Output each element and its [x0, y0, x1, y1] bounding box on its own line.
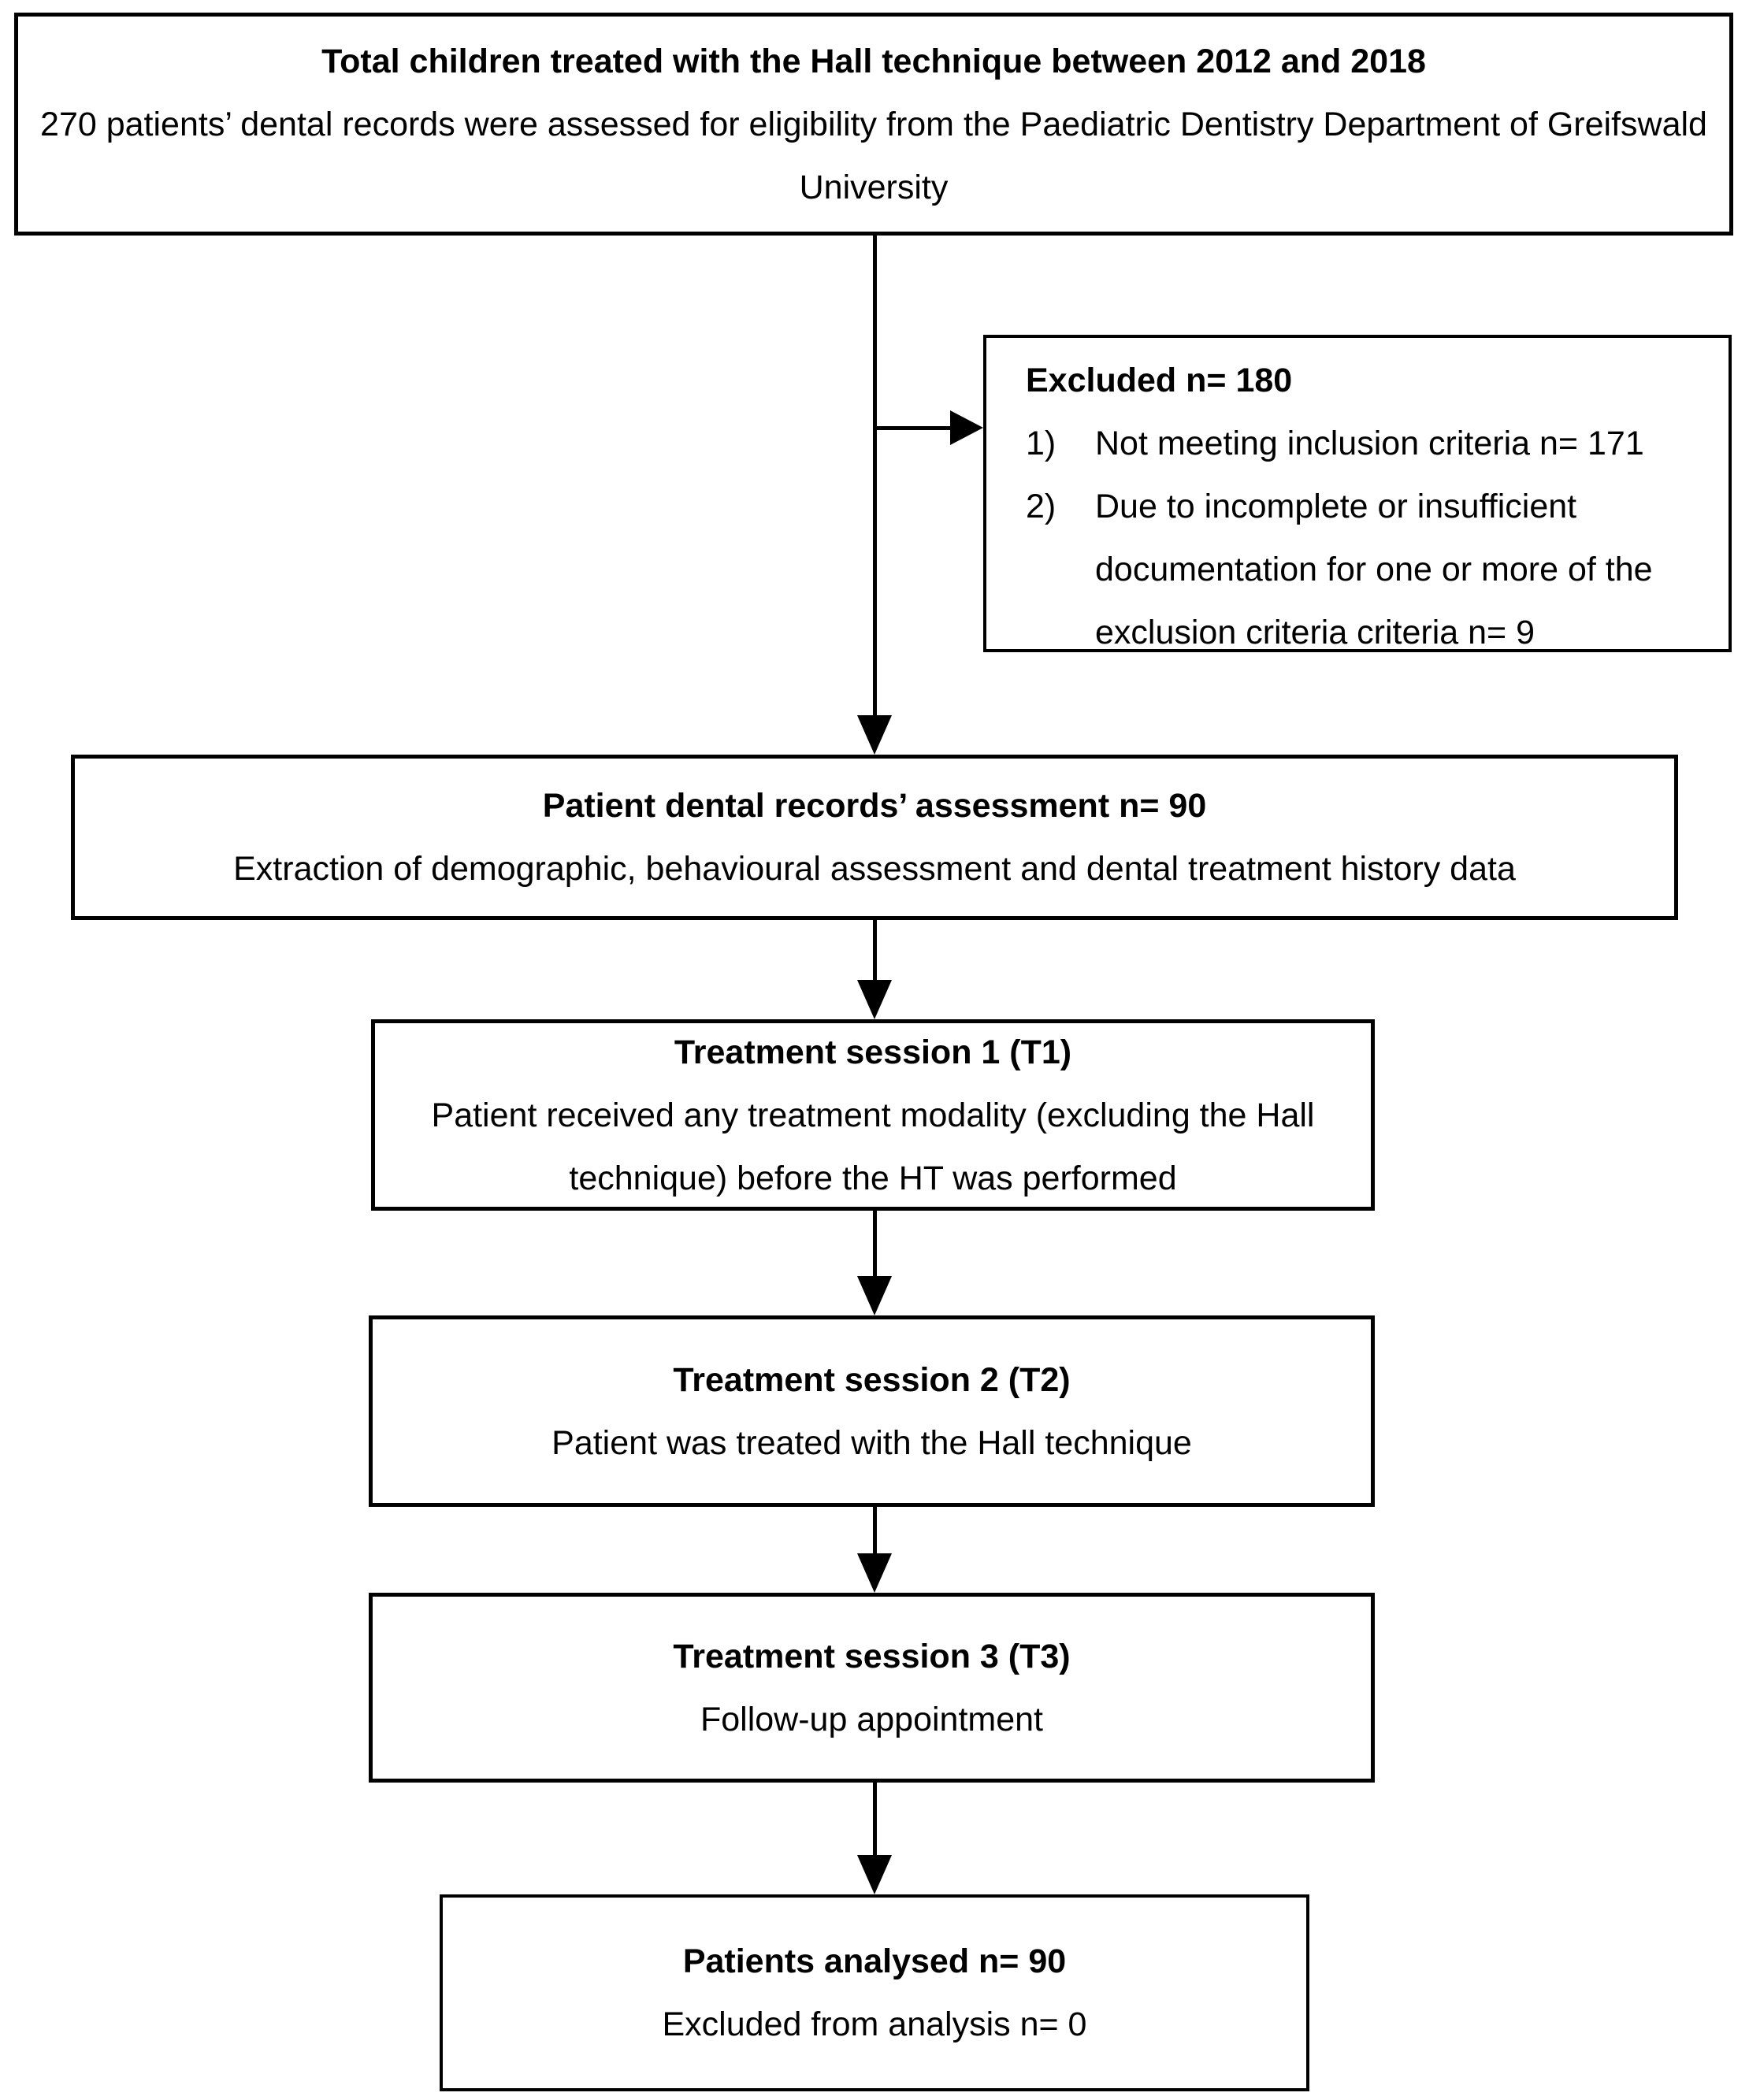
- box-t1-body: Patient received any treatment modality …: [431, 1096, 1315, 1197]
- box-t2-body: Patient was treated with the Hall techni…: [551, 1423, 1192, 1462]
- arrow-line-t2-to-t3: [873, 1507, 877, 1553]
- arrowhead-right-to-excluded: [950, 410, 983, 445]
- box-t3-body: Follow-up appointment: [700, 1700, 1044, 1738]
- excluded-item-text: Not meeting inclusion criteria n= 171: [1095, 425, 1644, 462]
- flow-box-treatment-session-2: Treatment session 2 (T2) Patient was tre…: [369, 1315, 1375, 1507]
- box-t3-title: Treatment session 3 (T3): [673, 1637, 1071, 1675]
- arrowhead-down-to-assessment: [857, 715, 892, 755]
- arrow-line-assessment-to-t1: [873, 920, 877, 980]
- arrowhead-down-to-t2: [857, 1276, 892, 1315]
- arrow-line-t3-to-analysed: [873, 1783, 877, 1855]
- excluded-item-number: 2): [1026, 488, 1056, 525]
- flow-box-patients-analysed: Patients analysed n= 90 Excluded from an…: [440, 1894, 1309, 2091]
- box-total-title: Total children treated with the Hall tec…: [321, 42, 1426, 80]
- excluded-list-item: 1) Not meeting inclusion criteria n= 171: [1026, 412, 1729, 475]
- excluded-item-text: Due to incomplete or insufficient docume…: [1095, 488, 1653, 651]
- flow-box-treatment-session-1: Treatment session 1 (T1) Patient receive…: [371, 1019, 1375, 1211]
- box-assessment-title: Patient dental records’ assessment n= 90: [542, 787, 1207, 825]
- flow-box-assessment: Patient dental records’ assessment n= 90…: [71, 755, 1678, 920]
- arrowhead-down-to-analysed: [857, 1855, 892, 1894]
- excluded-item-number: 1): [1026, 425, 1056, 462]
- branch-line-to-excluded: [873, 426, 950, 430]
- box-assessment-body: Extraction of demographic, behavioural a…: [233, 850, 1516, 888]
- box-total-body: 270 patients’ dental records were assess…: [40, 105, 1707, 206]
- arrowhead-down-to-t1: [857, 980, 892, 1019]
- arrowhead-down-to-t3: [857, 1553, 892, 1593]
- box-t1-title: Treatment session 1 (T1): [674, 1033, 1072, 1071]
- flow-box-excluded: Excluded n= 180 1) Not meeting inclusion…: [983, 335, 1732, 652]
- box-analysed-title: Patients analysed n= 90: [682, 1942, 1067, 1980]
- box-excluded-title: Excluded n= 180: [1026, 362, 1293, 399]
- flow-box-total-children: Total children treated with the Hall tec…: [14, 13, 1733, 236]
- excluded-list-item: 2) Due to incomplete or insufficient doc…: [1026, 475, 1729, 664]
- arrow-line-total-to-assessment: [873, 236, 877, 715]
- arrow-line-t1-to-t2: [873, 1211, 877, 1276]
- flow-box-treatment-session-3: Treatment session 3 (T3) Follow-up appoi…: [369, 1593, 1375, 1783]
- box-t2-title: Treatment session 2 (T2): [673, 1360, 1071, 1399]
- box-analysed-body: Excluded from analysis n= 0: [662, 2005, 1087, 2043]
